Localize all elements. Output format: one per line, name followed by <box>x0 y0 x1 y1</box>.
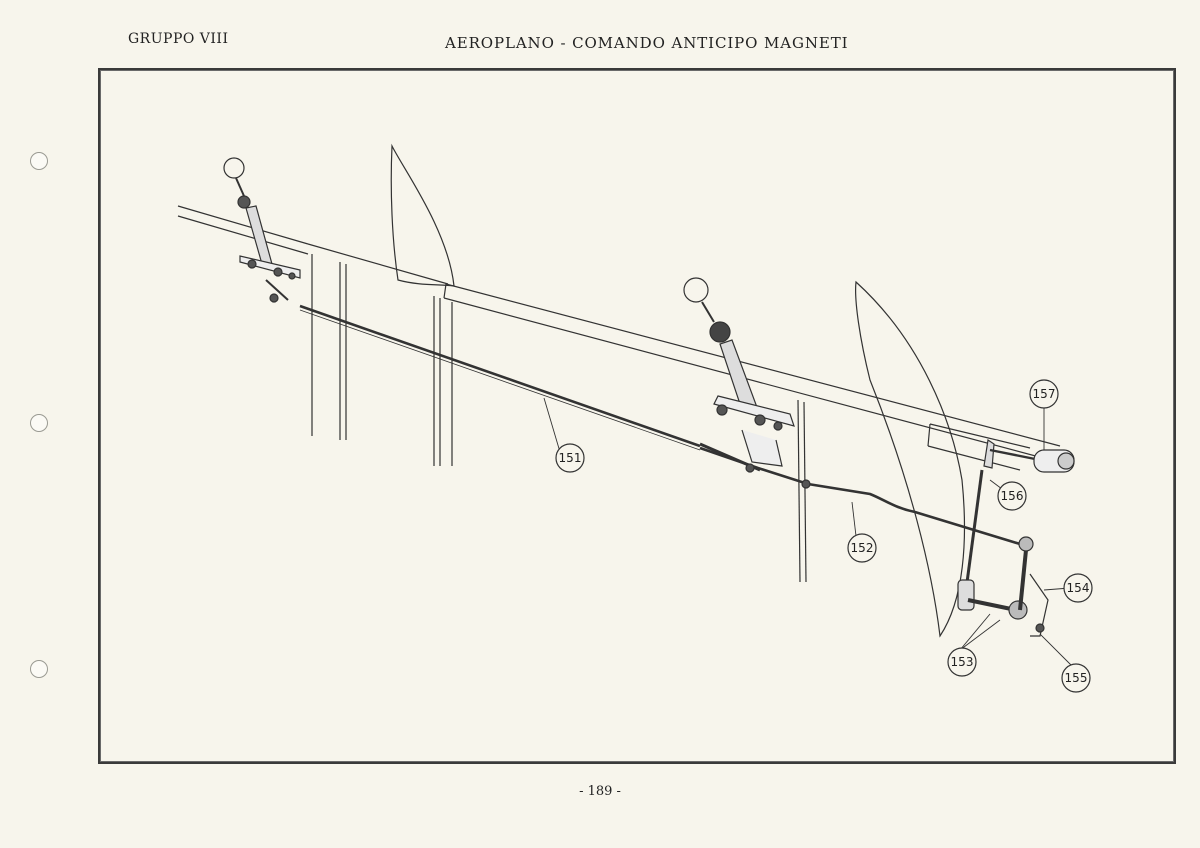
binder-hole-bottom <box>30 660 48 678</box>
callout-circles <box>555 379 1093 693</box>
callout-152: 152 <box>851 541 874 555</box>
upper-rail <box>177 205 1061 471</box>
middle-lever <box>683 277 811 489</box>
control-rod-152 <box>699 446 1021 546</box>
binder-hole-middle <box>30 414 48 432</box>
callout-155: 155 <box>1065 671 1088 685</box>
callout-156: 156 <box>1001 489 1024 503</box>
leader-lines <box>543 397 1073 667</box>
vertical-struts <box>311 254 807 583</box>
page-title: AEROPLANO - COMANDO ANTICIPO MAGNETI <box>445 34 849 52</box>
bellcrank-assembly <box>957 438 1075 637</box>
group-label: GRUPPO VIII <box>128 31 229 47</box>
binder-hole-top <box>30 152 48 170</box>
callout-151: 151 <box>559 451 582 465</box>
page-number: - 189 - <box>579 784 621 799</box>
left-lever <box>223 157 301 303</box>
callout-154: 154 <box>1067 581 1090 595</box>
frame-ribs <box>390 143 966 638</box>
callout-153: 153 <box>951 655 974 669</box>
callout-157: 157 <box>1033 387 1056 401</box>
control-rod-151 <box>299 304 701 451</box>
drawing-frame <box>98 68 1176 764</box>
